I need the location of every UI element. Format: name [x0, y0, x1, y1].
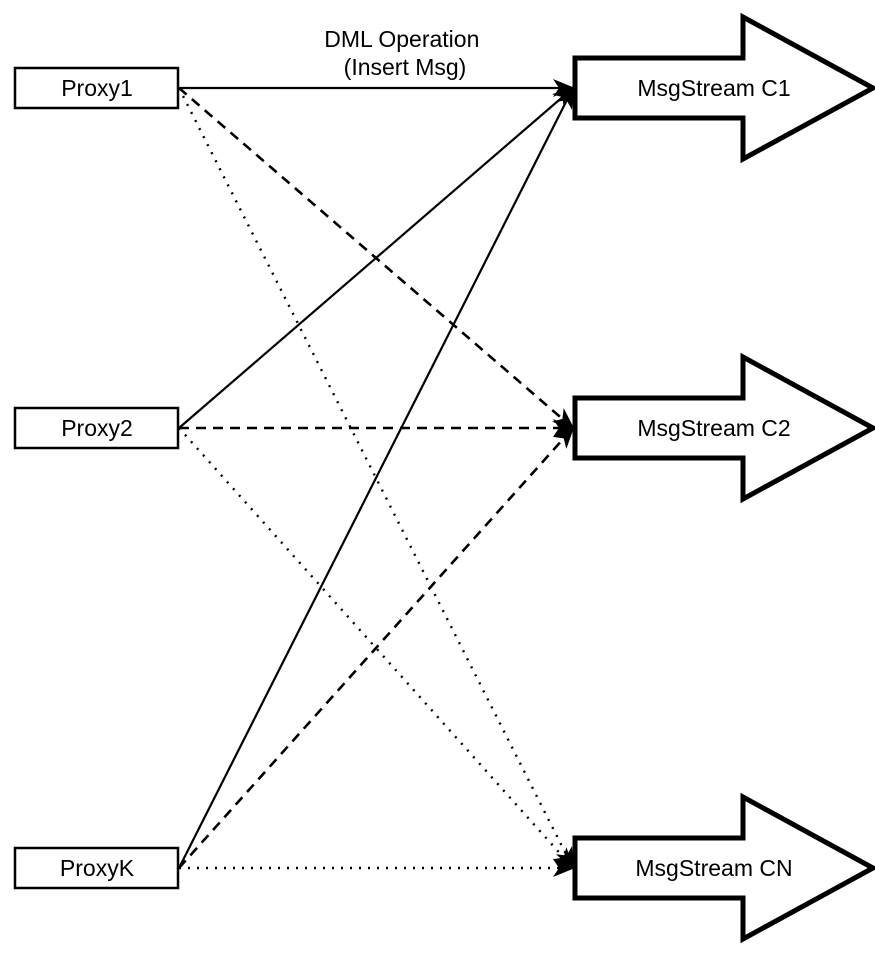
proxy2-label: Proxy2 [61, 415, 133, 441]
edges-group [177, 79, 575, 877]
msgstream-c1-arrow [572, 12, 875, 164]
msgstream-cn-label: MsgStream CN [635, 855, 792, 881]
edge-proxyk-to-msgstream-c2 [178, 426, 575, 869]
proxyk-box [13, 846, 180, 890]
msgstream-c2-arrow [572, 352, 875, 504]
proxy1-label: Proxy1 [61, 75, 133, 101]
msgstream-cn-arrow [572, 792, 875, 944]
proxy1-box [13, 66, 180, 110]
proxyk-label: ProxyK [60, 855, 135, 881]
edge-proxy1-to-msgstream-cn [177, 87, 575, 870]
msgstream-group [572, 12, 875, 944]
msgstream-c1-label: MsgStream C1 [637, 75, 790, 101]
annotation-line2: (Insert Msg) [344, 54, 467, 80]
msgstream-c2-label: MsgStream C2 [637, 415, 790, 441]
proxy-group [13, 66, 180, 890]
dml-operation-annotation: DML Operation (Insert Msg) [324, 26, 486, 80]
proxy2-box [13, 406, 180, 450]
labels-group: Proxy1 Proxy2 ProxyK MsgStream C1 MsgStr… [60, 26, 793, 881]
edge-proxy1-to-msgstream-c2 [178, 87, 575, 430]
edge-proxyk-to-msgstream-c1 [178, 86, 574, 869]
annotation-line1: DML Operation [324, 26, 479, 52]
